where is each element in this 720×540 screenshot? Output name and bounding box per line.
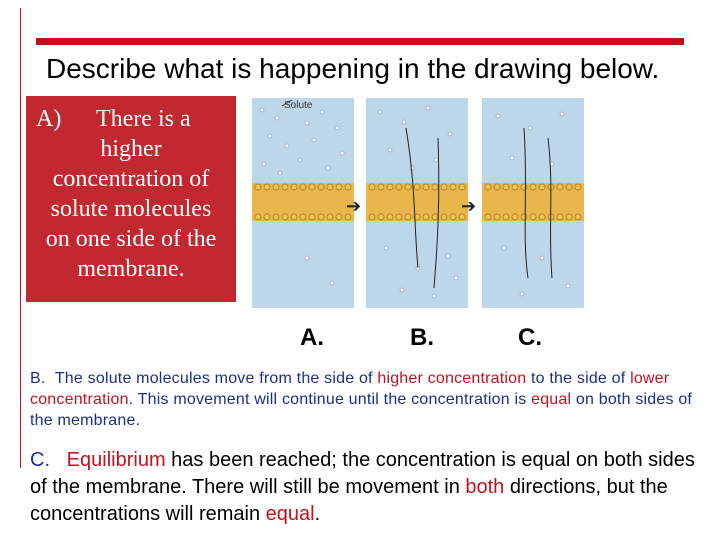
text-run: to the side of — [526, 370, 631, 387]
callout-line: on one side of the — [45, 226, 217, 252]
highlight-equilibrium: Equilibrium — [66, 449, 166, 471]
callout-line: There is a — [96, 106, 191, 132]
answer-c-marker: C. — [30, 449, 50, 471]
membrane-panel-a — [252, 98, 354, 308]
text-run: . This movement will continue until the … — [128, 391, 532, 408]
callout-line: higher — [100, 136, 162, 162]
answer-a-marker: A) — [36, 106, 62, 132]
text-run: on both sides of the membrane. — [30, 391, 693, 429]
answer-c-paragraph: C. Equilibrium has been reached; the con… — [30, 447, 698, 528]
arrow-right-icon: ➔ — [346, 196, 362, 216]
highlight-equal: equal — [531, 391, 572, 408]
top-border-bar — [36, 38, 684, 45]
text-run: directions, but the concentrations will … — [30, 476, 668, 525]
left-border-line — [20, 8, 21, 468]
callout-line: concentration of — [52, 166, 210, 192]
highlight-lower-concentration: lower concentration — [30, 370, 670, 408]
slide-heading: Describe what is happening in the drawin… — [46, 53, 660, 84]
answer-a-callout: A) There is a higher concentration of so… — [26, 96, 236, 302]
membrane-panel-c — [482, 98, 584, 308]
panel-label-b: B. — [410, 324, 434, 351]
callout-line: solute molecules — [50, 196, 212, 222]
callout-line: membrane. — [77, 256, 185, 282]
solute-label: Solute — [284, 100, 313, 111]
panel-label-a: A. — [300, 324, 324, 351]
arrow-right-icon: ➔ — [461, 196, 477, 216]
highlight-equal: equal — [265, 503, 315, 525]
text-run: . — [314, 503, 321, 525]
answer-b-paragraph: B. The solute molecules move from the si… — [30, 368, 698, 431]
highlight-both: both — [465, 476, 505, 498]
answer-b-marker: B. — [30, 370, 46, 387]
highlight-higher-concentration: higher concentration — [377, 370, 527, 387]
text-run: has been reached; the concentration is e… — [30, 449, 695, 498]
text-run: The solute molecules move from the side … — [54, 370, 378, 387]
panel-label-c: C. — [518, 324, 542, 351]
membrane-panel-b — [366, 98, 468, 308]
